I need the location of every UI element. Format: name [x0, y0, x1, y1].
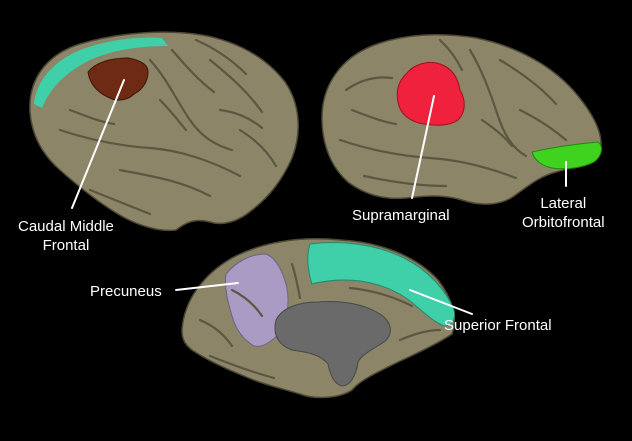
label-lateral-orbitofrontal: Lateral Orbitofrontal [522, 194, 605, 232]
right-brain-cortex [321, 33, 602, 205]
label-superior-frontal: Superior Frontal [444, 317, 552, 334]
leader-line-precuneus [175, 282, 239, 291]
superior-frontal-region-medial [307, 242, 455, 327]
lateral-orbitofrontal-region [531, 141, 602, 170]
label-caudal-middle-frontal-line2: Frontal [42, 237, 90, 254]
medial-hemisphere-view [181, 238, 456, 399]
left-hemisphere-lateral-view [29, 31, 299, 232]
medial-wall-region [274, 301, 391, 387]
caudal-middle-frontal-region [87, 57, 149, 101]
label-lateral-orbitofrontal-line2: Orbitofrontal [522, 214, 605, 231]
leader-line-superior-frontal [409, 289, 473, 315]
superior-frontal-region-lateral [34, 37, 168, 108]
label-lateral-orbitofrontal-line1: Lateral [540, 195, 587, 212]
lateral-brain-sulci [58, 38, 278, 216]
label-precuneus: Precuneus [90, 283, 162, 300]
label-caudal-middle-frontal: Caudal Middle Frontal [18, 217, 114, 255]
right-hemisphere-lateral-view [321, 33, 602, 205]
label-supramarginal: Supramarginal [352, 207, 450, 224]
medial-brain-sulci [198, 262, 442, 380]
supramarginal-region [396, 61, 465, 126]
right-brain-sulci [338, 38, 568, 188]
label-caudal-middle-frontal-line1: Caudal Middle [18, 218, 114, 235]
leader-lines [71, 79, 567, 315]
leader-line-caudal-middle-frontal [71, 79, 125, 209]
leader-line-supramarginal [411, 95, 435, 199]
